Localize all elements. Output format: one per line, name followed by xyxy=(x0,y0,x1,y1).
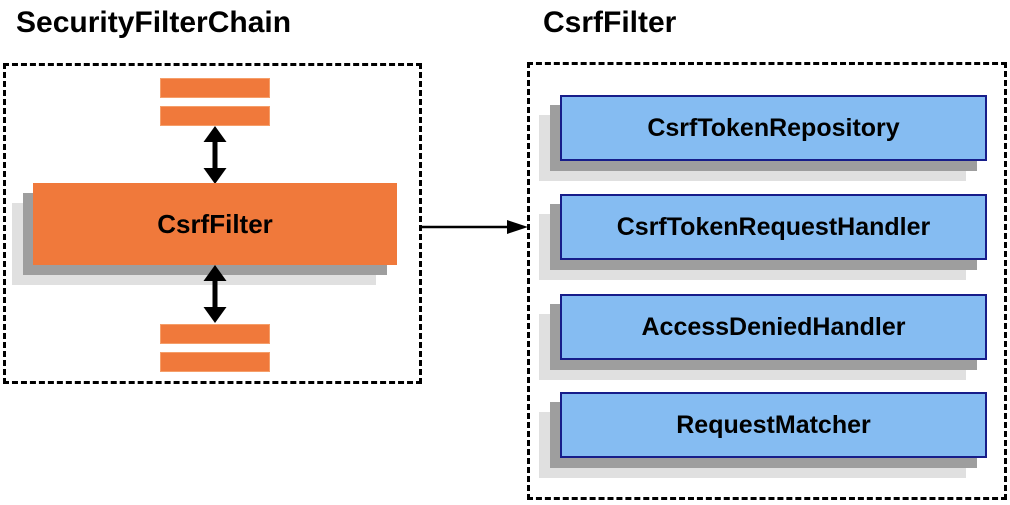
component-box-csrf-token-request-handler: CsrfTokenRequestHandler xyxy=(560,194,987,260)
component-box-csrf-token-repository: CsrfTokenRepository xyxy=(560,95,987,161)
csrf-filter-group-title: CsrfFilter xyxy=(543,6,677,39)
arrow-csrf-filter-to-components xyxy=(421,220,528,234)
csrf-filter-box: CsrfFilter xyxy=(33,183,397,265)
csrf-filter-box-label: CsrfFilter xyxy=(157,208,273,239)
security-filter-chain-title: SecurityFilterChain xyxy=(16,6,292,39)
security-filter-chain-group xyxy=(3,63,422,384)
vertical-double-arrow-bottom xyxy=(203,265,227,323)
component-label: CsrfTokenRequestHandler xyxy=(616,212,931,241)
csrf-filter-components-group xyxy=(527,62,1007,500)
filter-chain-bar xyxy=(160,106,270,126)
filter-chain-bar xyxy=(160,78,270,98)
component-label: AccessDeniedHandler xyxy=(641,312,906,341)
filter-chain-bar xyxy=(160,352,270,372)
component-box-access-denied-handler: AccessDeniedHandler xyxy=(560,294,987,360)
component-box-request-matcher: RequestMatcher xyxy=(560,392,987,458)
component-label: RequestMatcher xyxy=(676,410,871,439)
vertical-double-arrow-top xyxy=(203,126,227,184)
filter-chain-bar xyxy=(160,324,270,344)
component-label: CsrfTokenRepository xyxy=(647,113,900,142)
